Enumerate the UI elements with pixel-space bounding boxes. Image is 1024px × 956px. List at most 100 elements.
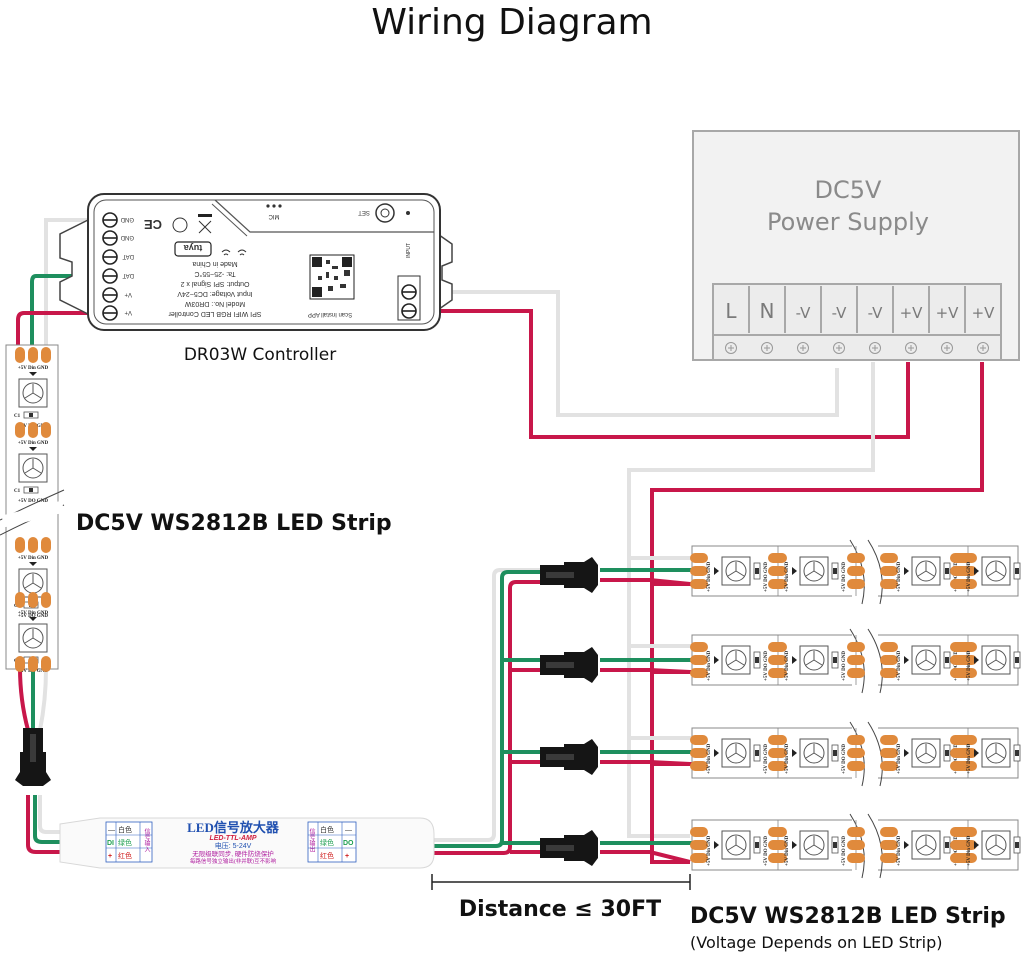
svg-text:电压: 5-24V: 电压: 5-24V: [215, 841, 252, 850]
solder-pad: [847, 553, 865, 563]
pin-labels: +5V Din GND: [967, 561, 972, 592]
data-direction-arrow: [29, 562, 37, 566]
solder-pad: [950, 579, 968, 589]
led-strip: +5V Din GND +5V DO GND +5V Din GND +5V DO G…: [690, 539, 1021, 605]
solder-pad: [950, 655, 968, 665]
solder-pad: [880, 655, 898, 665]
solder-pad: [880, 668, 898, 678]
diagram-title: Wiring Diagram: [371, 2, 652, 43]
pin-labels: +5V Din GND: [707, 650, 712, 681]
right-strip-note: (Voltage Depends on LED Strip): [690, 933, 943, 952]
led-chip: [911, 645, 941, 675]
svg-text:SET: SET: [358, 209, 370, 215]
led-strip: +5V Din GND+5V DO GND+5V Din GND+5V DO G…: [690, 813, 1021, 879]
svg-text:SPI WIFI RGB LED Controller: SPI WIFI RGB LED Controller: [168, 310, 262, 317]
solder-pad: [950, 735, 968, 745]
pin-labels-out: +5V DO GND: [18, 499, 48, 504]
pin-labels-in: +5V Din GND: [18, 441, 49, 446]
solder-pad: [768, 668, 786, 678]
wire-green-amp-bus: [432, 570, 540, 848]
svg-text:Scan Install APP: Scan Install APP: [308, 311, 352, 317]
amplifier-title: LED信号放大器: [187, 820, 280, 835]
pin-labels-out: +5V DO GND: [18, 614, 48, 619]
pin-labels-out: +5V DO GND: [842, 562, 847, 592]
solder-pad: [768, 553, 786, 563]
svg-text:INPUT: INPUT: [406, 243, 412, 258]
solder-pad: [768, 853, 786, 863]
svg-text:—: —: [345, 827, 352, 834]
pin-labels: +5V Din GND: [967, 650, 972, 681]
solder-pad: [41, 592, 51, 608]
signal-amplifier[interactable]: — 白色 DI 绿色 + 红色 信号输入 LED信号放大器 LED-TTL-AM…: [59, 817, 435, 869]
solder-pad: [847, 668, 865, 678]
set-button[interactable]: [375, 203, 395, 223]
solder-pad: [41, 422, 51, 438]
pin-labels: +5V Din GND: [785, 743, 790, 774]
pin-labels-out: +5V DO GND: [764, 562, 769, 592]
pin-labels: +5V Din GND: [967, 835, 972, 866]
svg-text:V+: V+: [124, 309, 132, 315]
solder-pad: [768, 748, 786, 758]
solder-pad: [41, 537, 51, 553]
led-chip: [721, 830, 751, 860]
led-chip: [721, 556, 751, 586]
solder-pad: [28, 592, 38, 608]
pin-labels: +5V Din GND: [785, 835, 790, 866]
solder-pad: [768, 655, 786, 665]
psu-terminal-label: -V: [868, 304, 884, 322]
svg-text:DAT: DAT: [122, 272, 134, 278]
data-direction-arrow: [904, 656, 909, 664]
data-direction-arrow: [29, 617, 37, 621]
mic-holes: [266, 204, 282, 208]
psu-terminal-label: -V: [796, 304, 812, 322]
ce-mark-icon: CE: [144, 217, 162, 232]
pin-labels: +5V Din GND: [707, 561, 712, 592]
dr03w-controller[interactable]: GND GND DAT DAT V+ V+ CE tuya Made in Ch…: [59, 193, 453, 331]
data-direction-arrow: [974, 841, 979, 849]
solder-pad: [950, 748, 968, 758]
data-direction-arrow: [974, 656, 979, 664]
svg-text:信号输入: 信号输入: [143, 827, 150, 852]
solder-pad: [690, 840, 708, 850]
jst-connector: [540, 830, 598, 866]
solder-pad: [880, 840, 898, 850]
solder-pad: [847, 642, 865, 652]
led-chip: [911, 556, 941, 586]
solder-pad: [41, 656, 51, 672]
solder-pad: [880, 579, 898, 589]
solder-pad: [28, 656, 38, 672]
solder-pad: [847, 566, 865, 576]
tuya-logo: [174, 241, 212, 257]
pin-labels: +5V Din GND: [707, 743, 712, 774]
solder-pad: [847, 735, 865, 745]
led-chip: [18, 623, 48, 653]
solder-pad: [690, 748, 708, 758]
svg-text:GND: GND: [120, 234, 134, 240]
solder-pad: [950, 553, 968, 563]
psu-terminal-label: +V: [936, 304, 960, 322]
svg-text:信号输出: 信号输出: [308, 827, 315, 853]
pin-labels: +5V Din GND: [785, 561, 790, 592]
svg-text:绿色: 绿色: [118, 838, 132, 847]
data-direction-arrow: [792, 567, 797, 575]
solder-pad: [880, 566, 898, 576]
solder-pad: [950, 668, 968, 678]
svg-text:Output: SPI Signal x 2: Output: SPI Signal x 2: [180, 280, 249, 287]
solder-pad: [28, 422, 38, 438]
svg-text:每路信号独立输出(非并联)互不影响: 每路信号独立输出(非并联)互不影响: [190, 857, 277, 865]
led-chip: [981, 556, 1011, 586]
solder-pad: [950, 827, 968, 837]
pin-labels: +5V Din GND: [897, 561, 902, 592]
svg-text:Ta: -25~55°C: Ta: -25~55°C: [194, 270, 235, 278]
solder-pad: [847, 761, 865, 771]
svg-text:+: +: [108, 853, 112, 860]
svg-text:绿色: 绿色: [320, 838, 334, 847]
data-direction-arrow: [29, 447, 37, 451]
solder-pad: [28, 347, 38, 363]
distance-label: Distance ≤ 30FT: [459, 897, 661, 922]
pin-labels-in: +5V Din GND: [18, 556, 49, 561]
solder-pad: [690, 579, 708, 589]
